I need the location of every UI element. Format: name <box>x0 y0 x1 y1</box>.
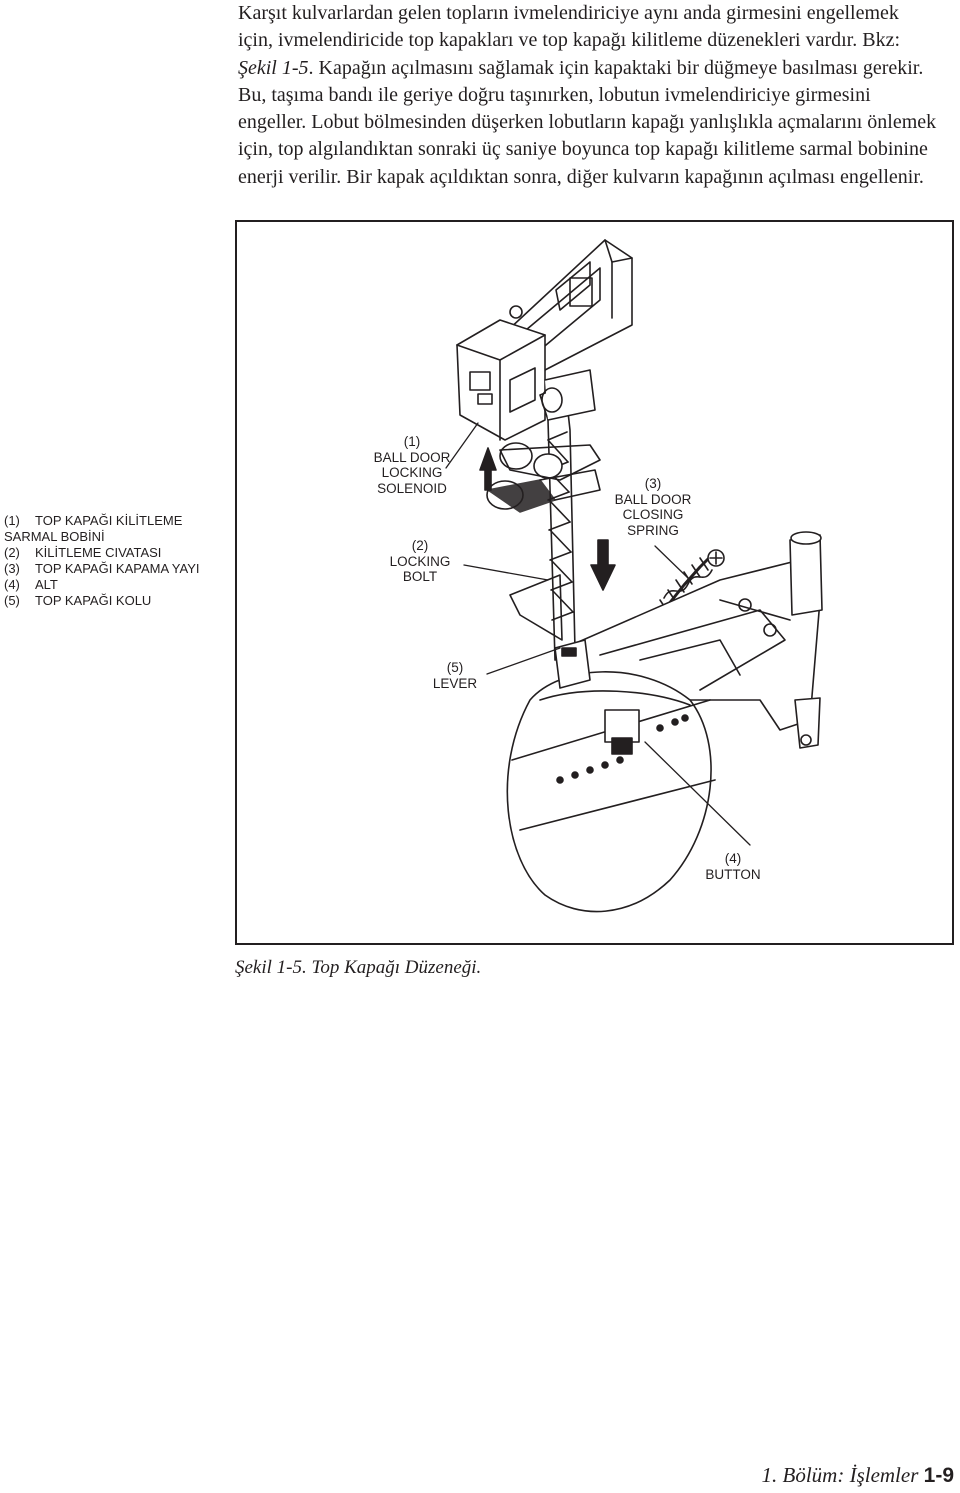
figure-legend: (1)TOP KAPAĞI KİLİTLEME SARMAL BOBİNİ (2… <box>4 513 234 610</box>
footer-chapter: 1. Bölüm: İşlemler <box>761 1463 919 1487</box>
legend-item-1: (1)TOP KAPAĞI KİLİTLEME <box>4 513 183 528</box>
ball-door <box>506 639 716 913</box>
legend-item-3: (3)TOP KAPAĞI KAPAMA YAYI <box>4 561 200 577</box>
solenoid-block <box>456 319 546 441</box>
legend-item-5: (5)TOP KAPAĞI KOLU <box>4 593 152 609</box>
up-arrow-icon <box>479 447 497 491</box>
page-number: 1-9 <box>923 1464 954 1487</box>
body-paragraph: Karşıt kulvarlardan gelen topların ivmel… <box>238 0 938 191</box>
figure-frame <box>235 220 954 945</box>
down-arrow-icon <box>590 539 616 591</box>
callout-solenoid: (1) BALL DOOR LOCKING SOLENOID <box>373 434 451 496</box>
callout-button: (4) BUTTON <box>705 851 761 882</box>
paragraph-text-before: Karşıt kulvarlardan gelen topların ivmel… <box>238 2 901 52</box>
closing-spring <box>659 549 725 613</box>
page-footer: 1. Bölüm: İşlemler 1-9 <box>762 1463 955 1488</box>
paragraph-text-after: . Kapağın açılmasını sağlamak için kapak… <box>238 56 937 188</box>
callout-lever: (5) LEVER <box>432 660 478 691</box>
callout-locking-bolt: (2) LOCKING BOLT <box>389 538 451 584</box>
locking-solenoid-coil <box>486 442 601 513</box>
figure-reference: Şekil 1-5 <box>238 56 309 79</box>
callout-spring: (3) BALL DOOR CLOSING SPRING <box>614 476 692 538</box>
legend-item-1-cont: SARMAL BOBİNİ <box>4 529 105 545</box>
vertical-lever-bar <box>509 369 596 661</box>
legend-item-2: (2)KİLİTLEME CIVATASI <box>4 545 162 561</box>
legend-item-4: (4)ALT <box>4 577 58 593</box>
leader-lines <box>445 422 751 846</box>
figure-caption: Şekil 1-5. Top Kapağı Düzeneği. <box>235 957 482 978</box>
